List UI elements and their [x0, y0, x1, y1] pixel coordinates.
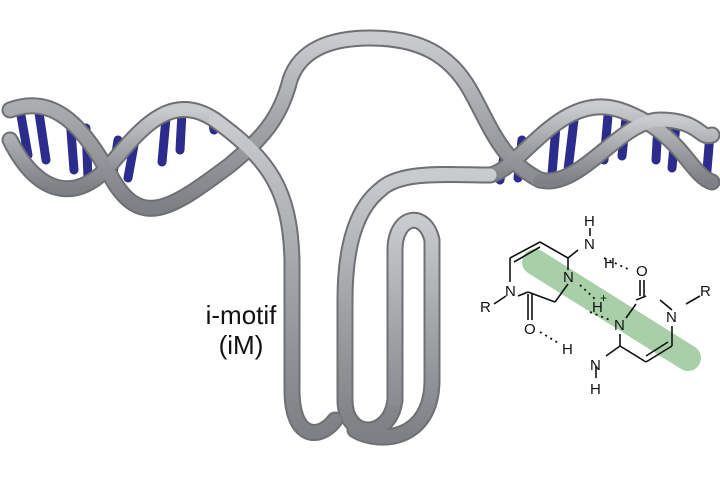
atom-h-bottom: H — [562, 341, 573, 358]
cytosine-pair-structure: H N H N N R O O N N R H + H N H — [480, 213, 711, 398]
atom-n-amino-left: N — [584, 236, 595, 253]
atom-r-right: R — [700, 283, 711, 300]
atom-h-top: H — [584, 213, 595, 230]
atom-plus-charge: + — [600, 291, 607, 305]
atom-n-ring-left-1: N — [505, 283, 516, 300]
atom-h-amino-right: H — [590, 381, 601, 398]
atom-r-left: R — [480, 299, 491, 316]
atom-n-ring-left-3: N — [563, 269, 574, 286]
imotif-front-rungs — [295, 277, 433, 393]
imotif-label-line1: i-motif — [205, 300, 277, 330]
atom-o-left: O — [524, 321, 536, 338]
atom-n-amino-right: N — [590, 357, 601, 374]
imotif-label: i-motif (iM) — [186, 300, 296, 360]
atom-h-amino-left: H — [604, 255, 615, 272]
atom-o-right: O — [636, 263, 648, 280]
imotif-label-line2: (iM) — [218, 330, 264, 360]
atom-n-ring-right-1: N — [666, 309, 677, 326]
dna-backbone — [1, 29, 720, 446]
highlight-bar — [522, 249, 701, 371]
atom-n-ring-right-3: N — [614, 317, 625, 334]
atom-h-plus: H — [592, 299, 603, 316]
